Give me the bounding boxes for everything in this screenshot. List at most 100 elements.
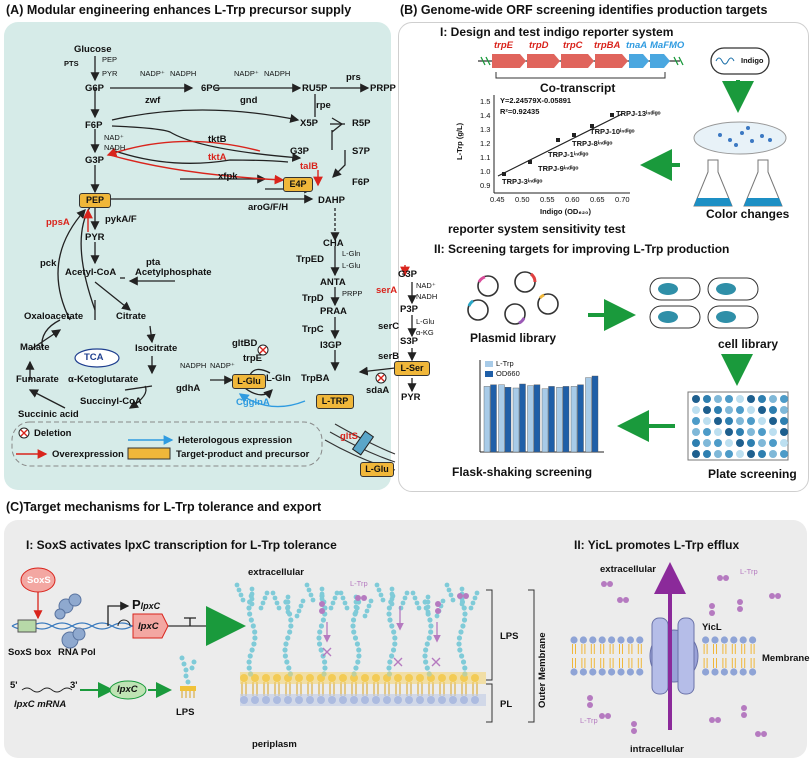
lps-branch-sugar [235, 583, 240, 588]
plate-well [758, 406, 766, 414]
membrane-head-bottom [627, 668, 634, 675]
lps-branch-sugar [363, 614, 368, 619]
lps-sugar [283, 641, 288, 646]
plate-well [725, 439, 733, 447]
lps-head-band [240, 672, 486, 684]
bar-legend-ltrp: L-Trp [496, 360, 514, 368]
metabolite-g3p3: G3P [398, 270, 417, 280]
lps-sugar [316, 635, 321, 640]
metabolite-anta: ANTA [320, 278, 346, 288]
ltrp-label-c3: L-Trp [580, 717, 598, 725]
plate-well [736, 395, 744, 403]
metabolite-oxaloacetate: Oxaloacetate [24, 312, 83, 322]
lps-branch-sugar [320, 597, 325, 602]
lps-branch-sugar [369, 599, 374, 604]
point-label-trpj10: TRPJ-10ⁱⁿᵈⁱᵍᵒ [590, 128, 635, 136]
cofactor-nadh2: NADH [416, 293, 437, 301]
metabolite-g6p: G6P [85, 84, 104, 94]
lps-sugar [247, 665, 252, 670]
plate-well [725, 417, 733, 425]
plate-well [703, 395, 711, 403]
metabolite-g3p: G3P [85, 156, 104, 166]
lps-sugar [351, 629, 356, 634]
lps-sugar [246, 605, 251, 610]
metabolite-e4p: E4P [283, 177, 313, 192]
lps-sugar [458, 629, 463, 634]
color-changes-label: Color changes [706, 208, 789, 220]
chart-xtick-1: 0.50 [515, 196, 530, 204]
pl-bracket-label: PL [500, 700, 512, 710]
membrane-head-top [608, 636, 615, 643]
lps-branch-sugar [345, 606, 350, 611]
lps-branch-sugar [265, 591, 270, 596]
cell-library-drawing [650, 278, 758, 328]
promoter-sub: lpxC [141, 601, 161, 611]
plate-well [747, 406, 755, 414]
panel-c-title: (C)Target mechanisms for L-Trp tolerance… [6, 501, 321, 514]
metabolite-succinic: Succinic acid [18, 410, 79, 420]
lps-branch-sugar [259, 606, 264, 611]
plate-well [747, 417, 755, 425]
lpxc-protein-label: lpxC [117, 685, 138, 695]
cofactor-nad: NAD⁺ [104, 134, 124, 142]
chart-ylabel: L-Trp (g/L) [456, 123, 464, 160]
cofactor-prpp-b: PRPP [342, 290, 362, 298]
enzyme-sera: serA [376, 286, 397, 296]
chart-equation: Y=2.24579X-0.05891 [500, 97, 571, 105]
point-label-trpj3: TRPJ-3ⁱⁿᵈⁱᵍᵒ [502, 178, 542, 186]
plate-well [725, 406, 733, 414]
lps-sugar [353, 635, 358, 640]
metabolite-succinylcoa: Succinyl-CoA [80, 397, 142, 407]
lps-branch-sugar [417, 606, 422, 611]
ltrp-blocked-arrows [327, 606, 437, 640]
lps-branch-sugar [475, 591, 480, 596]
chart-ytick-1: 1.0 [480, 168, 490, 176]
lps-branch-sugar [399, 606, 404, 611]
yicl-label: YicL [702, 623, 722, 633]
gene-trpba: trpBA [594, 41, 620, 51]
gene-trpc: trpC [563, 41, 583, 51]
lps-branch-sugar [250, 602, 255, 607]
plate-well [703, 428, 711, 436]
bar-od660-4 [549, 386, 555, 452]
plate-well [769, 395, 777, 403]
lps-sugar [285, 635, 290, 640]
lps-sugar [425, 665, 430, 670]
legend-overexpression: Overexpression [52, 450, 124, 460]
cofactor-nadph3: NADPH [180, 362, 206, 370]
lps-sugar [386, 611, 391, 616]
gene-trpe: trpE [494, 41, 513, 51]
lps-sugar [386, 665, 391, 670]
lps-sugar [355, 659, 360, 664]
membrane-tail [629, 644, 632, 668]
enzyme-tktb: tktB [208, 135, 226, 145]
gene-mafmo: MaFMO [650, 41, 684, 51]
lps-branch-sugar [390, 592, 395, 597]
membrane-head-top [599, 636, 606, 643]
metabolite-prpp: PRPP [370, 84, 396, 94]
enzyme-serc: serC [378, 322, 399, 332]
lps-branch-sugar [286, 610, 291, 615]
mrna-5prime: 5' [10, 681, 18, 691]
enzyme-trped: TrpED [296, 255, 324, 265]
promoter-label: PlpxC [132, 598, 160, 611]
plate-well [736, 439, 744, 447]
point-label-trpj8: TRPJ-8ⁱⁿᵈⁱᵍᵒ [572, 140, 612, 148]
lps-sugar [391, 647, 396, 652]
lps-branch-sugar [447, 588, 452, 593]
lps-sugar [248, 653, 253, 658]
lps-branch-sugar [381, 598, 386, 603]
metabolite-6pg: 6PG [201, 84, 220, 94]
lps-branch-sugar [426, 600, 431, 605]
enzyme-cgglna: CgglnA [236, 398, 270, 408]
lps-sugar [462, 611, 467, 616]
lps-branch-sugar [333, 596, 338, 601]
membrane-tail [610, 644, 613, 668]
cofactor-nad2: NAD⁺ [416, 282, 436, 290]
membrane-head-bottom [599, 668, 606, 675]
cofactor-pts: PTS [64, 60, 79, 68]
lps-branch-sugar [299, 604, 304, 609]
membrane-head-bottom [749, 668, 756, 675]
lps-sugar [387, 659, 392, 664]
membrane-tail [751, 644, 754, 668]
